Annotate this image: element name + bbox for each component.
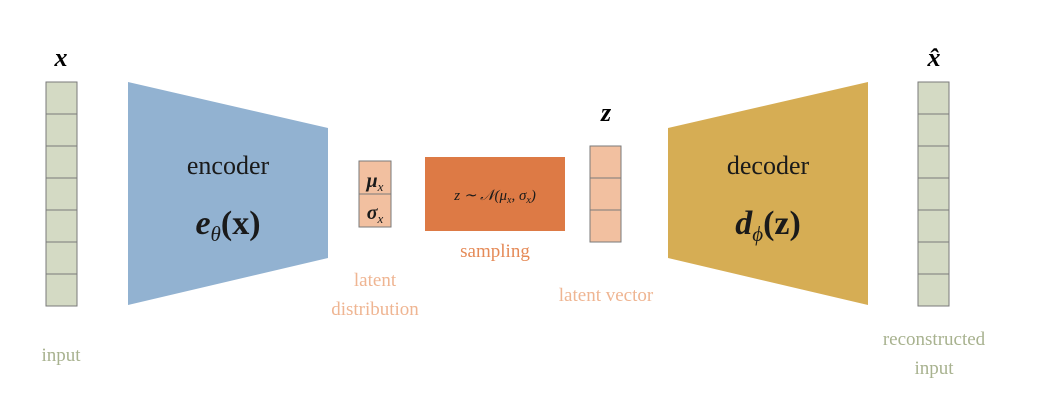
sigma-symbol: σ [367,202,379,224]
decoder-function: dϕ(z) [735,205,801,246]
encoder-trapezoid [128,82,328,305]
latent-vector-cell [589,209,622,243]
latent-vector-symbol: z [600,98,612,127]
encoder-func-sub: θ [211,222,221,246]
mu-label: μx [366,170,384,194]
input-vector-cell [45,177,78,211]
decoder-func-sub: ϕ [752,222,763,246]
input-vector-cell [45,113,78,147]
output-vector-cell [917,209,950,243]
sampling-caption: sampling [460,241,530,262]
output-vector [917,81,950,307]
sampling-formula-sub2: x [525,195,531,206]
input-caption: input [41,345,81,366]
latent-distribution-caption-2: distribution [331,299,419,320]
output-caption-1: reconstructed [883,329,986,350]
latent-vector [589,145,622,243]
sampling-formula-end: ) [530,188,536,204]
mu-sub: x [377,179,384,194]
sampling-formula: z ∼ 𝒩(μx, σx) [453,188,536,206]
decoder-func-arg: (z) [763,205,801,242]
sampling-formula-sub1: x [506,195,512,206]
input-vector-cell [45,241,78,275]
mu-symbol: μ [366,170,378,192]
latent-vector-cell [589,177,622,211]
latent-distribution-caption-1: latent [354,270,397,291]
latent-vector-caption: latent vector [559,285,654,306]
decoder-trapezoid [668,82,868,305]
decoder-func-letter: d [735,205,753,242]
input-symbol: x [54,43,68,72]
input-vector-cell [45,81,78,115]
output-vector-cell [917,145,950,179]
output-caption-2: input [914,358,954,379]
input-vector [45,81,78,307]
encoder-func-arg: (x) [221,205,261,242]
input-vector-cell [45,273,78,307]
input-vector-cell [45,145,78,179]
sampling-formula-mid: , σ [511,188,527,204]
output-vector-cell [917,177,950,211]
sampling-formula-start: z ∼ 𝒩(μ [453,188,507,204]
sampling-box [425,157,565,231]
encoder-function: eθ(x) [195,205,260,246]
output-vector-cell [917,113,950,147]
output-vector-cell [917,81,950,115]
input-vector-cell [45,209,78,243]
latent-vector-cell [589,145,622,179]
encoder-title: encoder [187,151,270,180]
encoder-func-letter: e [195,205,210,242]
output-symbol: x̂ [927,43,941,72]
output-vector-cell [917,273,950,307]
sigma-label: σx [367,202,384,226]
decoder-title: decoder [727,151,810,180]
output-vector-cell [917,241,950,275]
sigma-sub: x [377,211,384,226]
